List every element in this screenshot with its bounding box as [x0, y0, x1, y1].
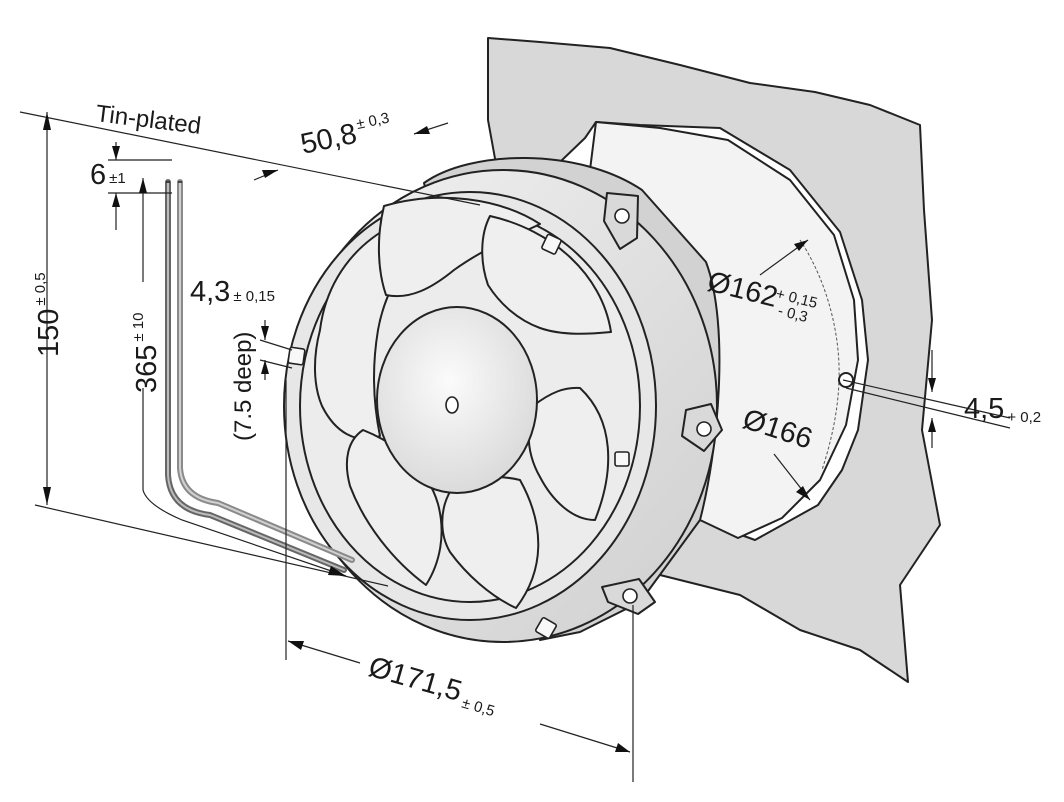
diameter-label: Ø171,5± 0,5 — [365, 651, 502, 720]
lead-wires — [165, 179, 355, 573]
tin-plated-label: Tin-plated — [94, 100, 202, 140]
hole-depth-label: (7.5 deep) — [230, 332, 257, 441]
depth-label: 50,8± 0,3 — [298, 109, 395, 160]
dimension-lines — [19, 111, 1011, 782]
hole-label: 4,3± 0,15 — [190, 276, 275, 308]
height-label: 150± 0,5 — [32, 272, 65, 357]
lead-strip-label: 6±1 — [90, 159, 126, 191]
mount-hole-label: 4,5+ 0,2 — [964, 393, 1041, 426]
lead-length-label: 365± 10 — [130, 313, 163, 393]
fan-housing — [283, 157, 723, 643]
